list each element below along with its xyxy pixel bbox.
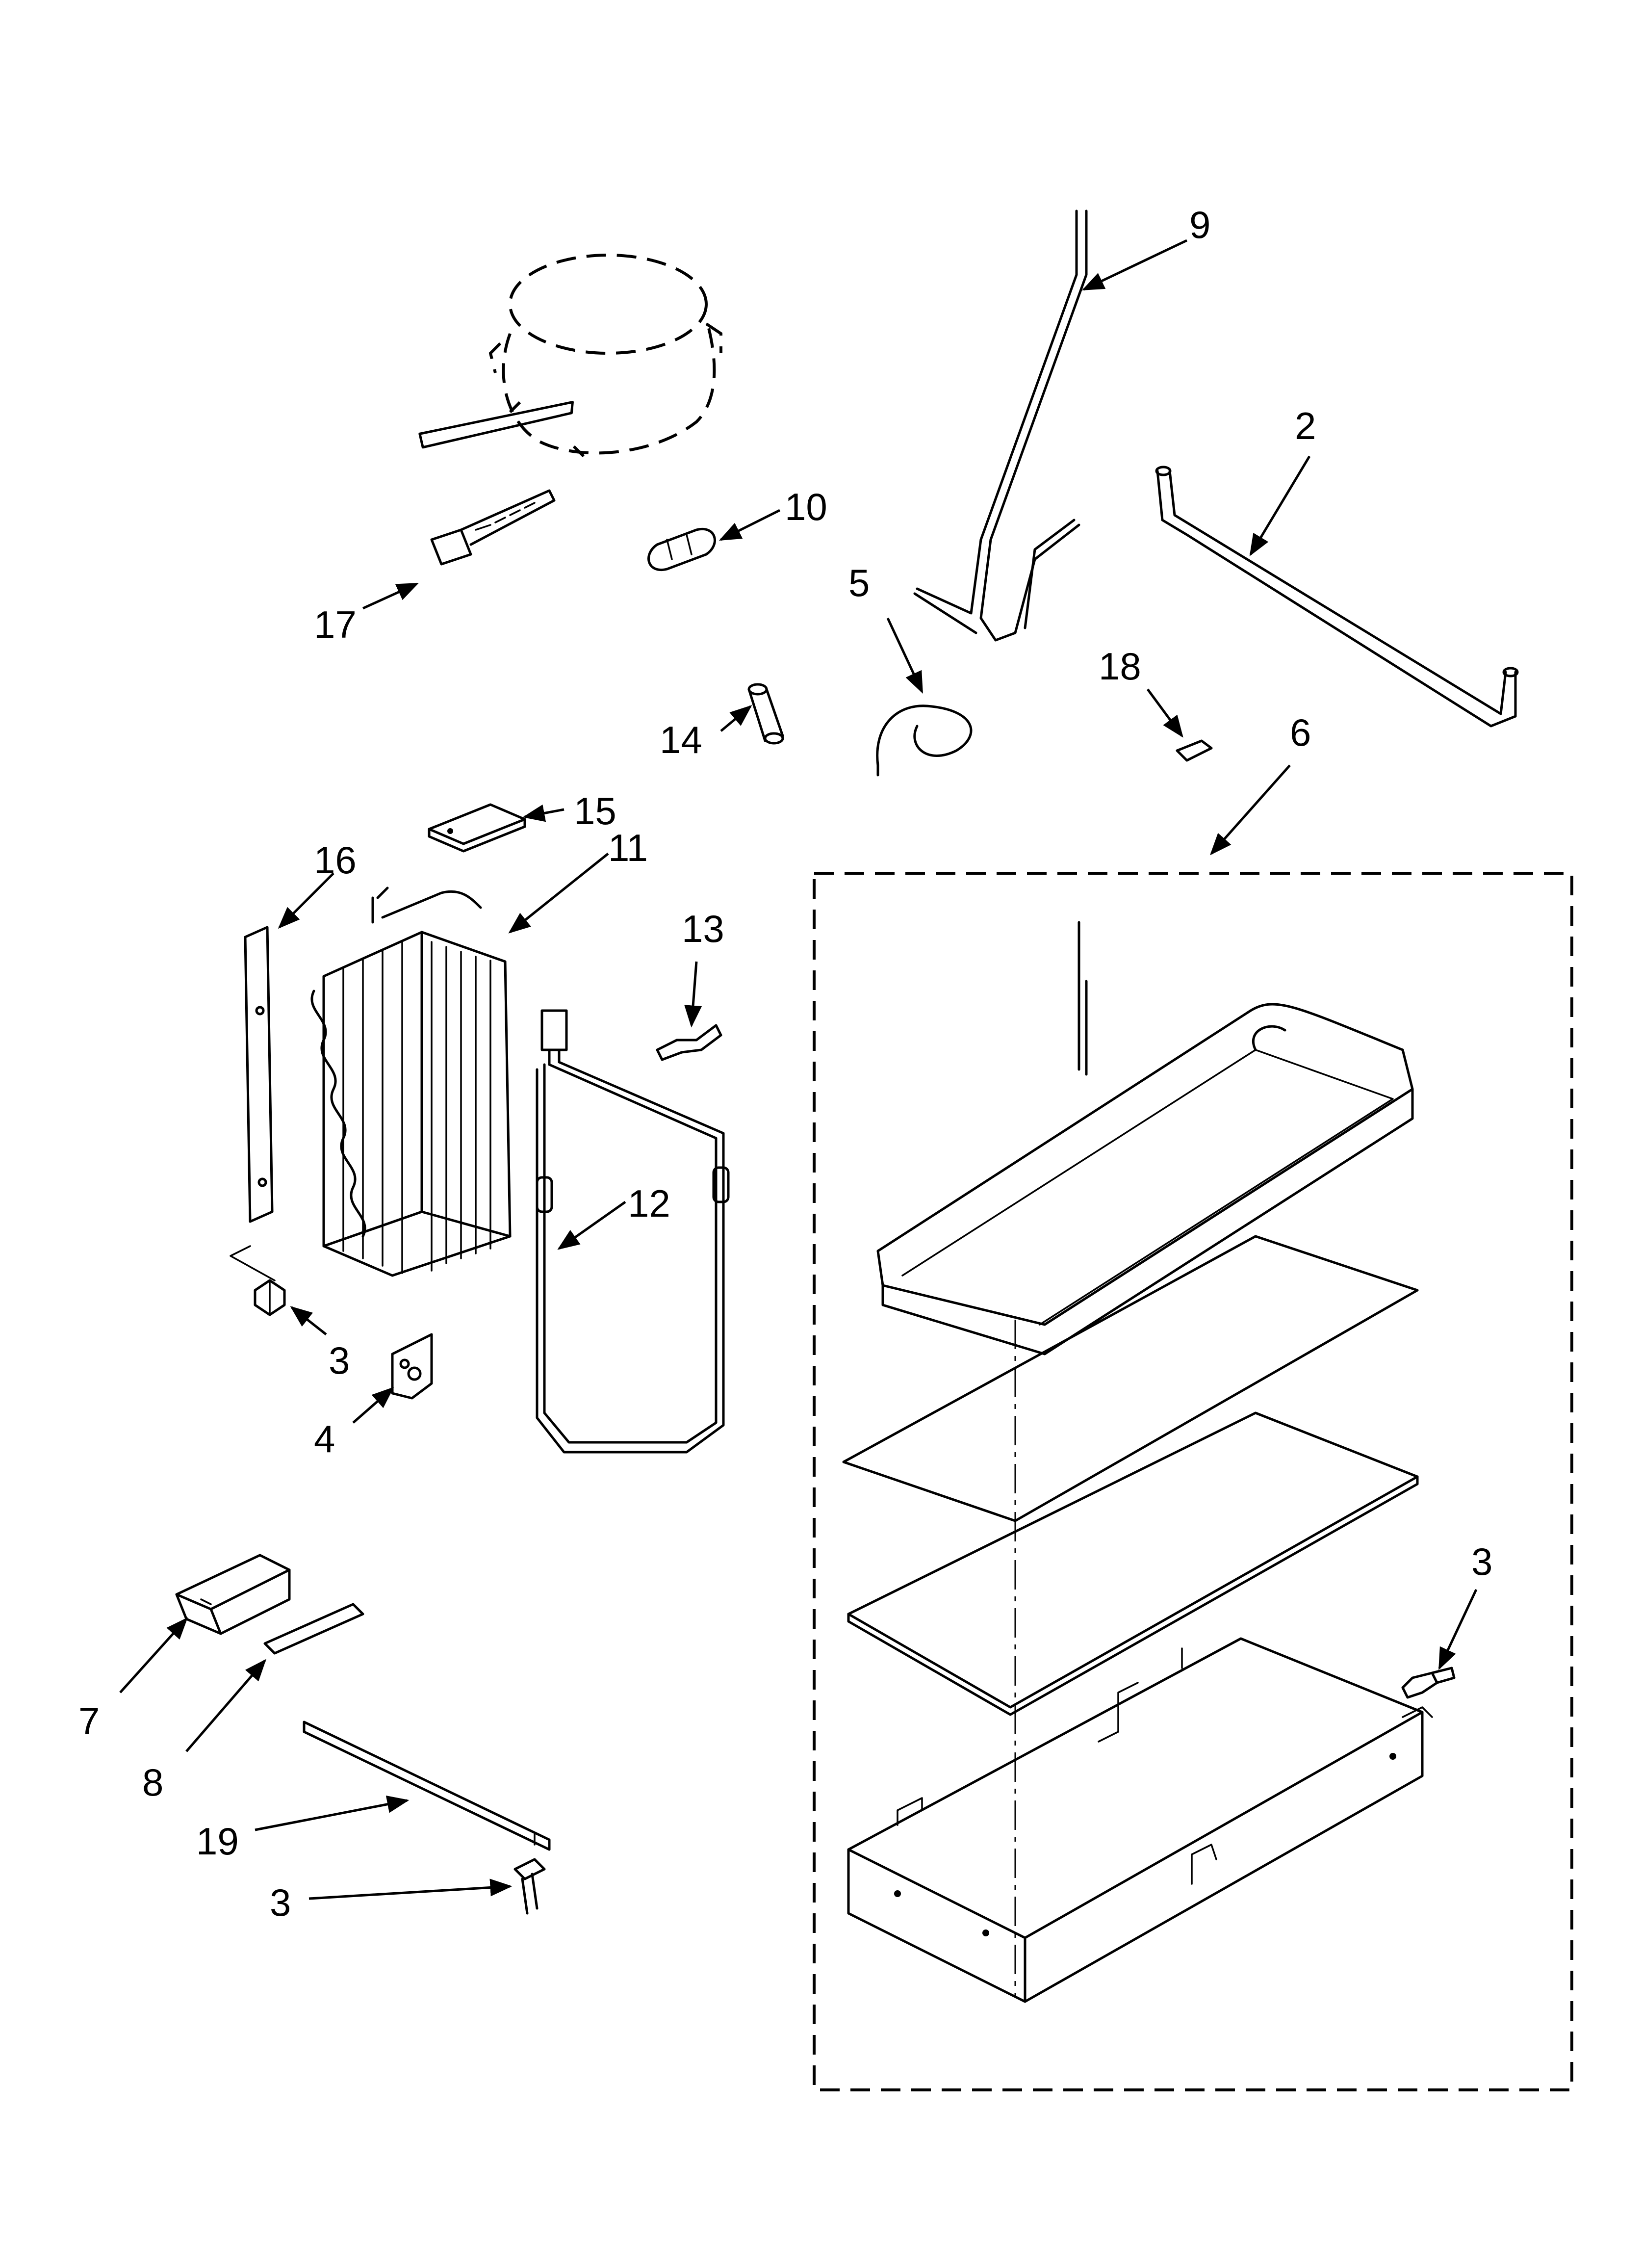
leader-lines [119, 239, 1478, 1900]
part-15-pad [428, 803, 526, 853]
callout-15: 15 [574, 789, 616, 833]
callout-14: 14 [660, 718, 702, 761]
part-17-cable-tie [418, 401, 574, 566]
part-7-bracket [175, 1554, 291, 1635]
part-14-tube [747, 683, 784, 745]
part-6-assembly-boundary [813, 872, 1573, 2091]
part-3-bolt-upper [254, 1279, 286, 1316]
part-6-drain-pan [876, 921, 1414, 1356]
callout-6: 6 [1290, 711, 1311, 754]
part-3-screw-pan [1401, 1667, 1456, 1699]
part-6-insulation-lower [847, 1411, 1419, 1716]
part-2-tube [1155, 466, 1519, 728]
part-3-screw-lower [513, 1858, 546, 1915]
part-9-tubing [913, 209, 1088, 642]
callout-5: 5 [848, 561, 870, 604]
callout-17: 17 [314, 603, 357, 646]
callout-4: 4 [314, 1417, 335, 1460]
callout-12: 12 [628, 1182, 670, 1225]
callout-9: 9 [1189, 203, 1210, 246]
part-4-bracket [391, 1333, 433, 1400]
part-6-base-pan [847, 1637, 1433, 2003]
callout-2: 2 [1295, 404, 1316, 447]
compressor-outline [488, 254, 722, 458]
part-18-clip [1176, 739, 1213, 762]
part-5-wire [876, 704, 973, 777]
callout-7: 7 [78, 1699, 100, 1743]
callout-18: 18 [1099, 645, 1141, 688]
part-6-insulation-upper [842, 1235, 1419, 1522]
part-8-plate [263, 1603, 364, 1655]
part-16-strip [230, 926, 276, 1281]
callout-3-pan: 3 [1471, 1540, 1492, 1583]
part-12-heater [536, 1009, 730, 1454]
part-13-bracket [656, 1024, 722, 1061]
callout-3-lower: 3 [270, 1881, 291, 1924]
part-11-evaporator [310, 886, 512, 1277]
callout-13: 13 [682, 907, 724, 950]
callout-8: 8 [142, 1761, 163, 1804]
callout-10: 10 [785, 485, 827, 528]
part-19-strip [303, 1721, 551, 1851]
callout-19: 19 [196, 1820, 239, 1863]
part-10-clip [647, 527, 716, 572]
callout-3-upper: 3 [329, 1339, 350, 1382]
callout-11: 11 [608, 826, 648, 869]
callout-labels: 9 2 10 5 17 18 14 6 15 16 11 13 12 3 4 3… [78, 203, 1492, 1924]
callout-16: 16 [314, 838, 357, 882]
